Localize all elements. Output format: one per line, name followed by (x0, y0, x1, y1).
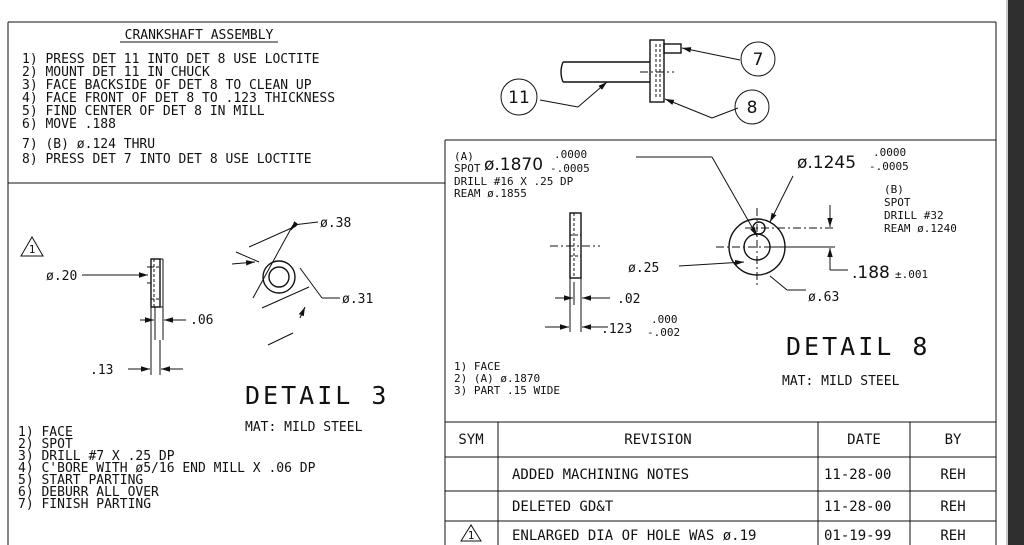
assembly-title: CRANKSHAFT ASSEMBLY (125, 28, 274, 43)
detail-8-step: 1) FACE (454, 360, 500, 373)
assembly-view: 7 8 11 (500, 39, 776, 125)
revision-row-by: REH (940, 467, 965, 483)
detail-3-material: MAT: MILD STEEL (245, 420, 363, 435)
revision-row-date: 01-19-99 (824, 528, 891, 544)
detail-3-step: 5) START PARTING (18, 473, 143, 488)
detail-8-step: 2) (A) ø.1870 (454, 372, 540, 385)
hole-a-tol-minus: -.0005 (550, 162, 590, 175)
balloon-7-label: 7 (753, 50, 764, 70)
revision-row-text: ENLARGED DIA OF HOLE WAS ø.19 (512, 528, 756, 544)
balloon-8-label: 8 (747, 98, 758, 118)
revision-triangle-icon (20, 236, 44, 257)
detail-3-step: 1) FACE (18, 425, 73, 440)
revision-header-date: DATE (847, 432, 881, 448)
balloon-11-label: 11 (508, 88, 530, 108)
revision-row-sym: 1 (468, 529, 475, 542)
revision-triangle-icon (460, 524, 482, 542)
assembly-step: 7) (B) ø.124 THRU (22, 137, 155, 152)
assembly-step: 8) PRESS DET 7 INTO DET 8 USE LOCTITE (22, 152, 312, 167)
assembly-step: 3) FACE BACKSIDE OF DET 8 TO CLEAN UP (22, 78, 312, 93)
dim-dia-25: ø.25 (628, 261, 659, 276)
dim-dia-31: ø.31 (342, 292, 373, 307)
detail-8-material: MAT: MILD STEEL (782, 374, 900, 389)
assembly-step: 6) MOVE .188 (22, 117, 116, 132)
revision-row-by: REH (940, 499, 965, 515)
dim-13: .13 (90, 363, 113, 378)
revision-row-date: 11-28-00 (824, 499, 891, 515)
detail-3-step: 4) C'BORE WITH ø5/16 END MILL X .06 DP (18, 461, 316, 476)
hole-a-tag: (A) (454, 150, 474, 163)
sheet-border (7, 21, 997, 545)
hole-a-ream: REAM ø.1855 (454, 187, 527, 200)
window-edge (1008, 0, 1024, 545)
dim-dia-38: ø.38 (320, 216, 351, 231)
hole-b-ream: REAM ø.1240 (884, 222, 957, 235)
revision-row-text: DELETED GD&T (512, 499, 614, 515)
revision-row-date: 11-28-00 (824, 467, 891, 483)
dim-02: .02 (617, 292, 640, 307)
detail-3-step: 6) DEBURR ALL OVER (18, 485, 159, 500)
dim-123-plus: .000 (651, 313, 678, 326)
detail-3: 1 ø.20 .06 .13 ø.38 (18, 216, 389, 512)
balloon-11 (500, 78, 538, 116)
hole-b-tol-plus: .0000 (873, 146, 906, 159)
assembly-step: 4) FACE FRONT OF DET 8 TO .123 THICKNESS (22, 91, 335, 106)
hole-a-dia: ø.1870 (484, 155, 543, 175)
detail-8-step: 3) PART .15 WIDE (454, 384, 560, 397)
dim-188-tol: ±.001 (895, 268, 928, 281)
hole-b-dia: ø.1245 (797, 153, 856, 173)
hole-a-tol-plus: .0000 (554, 148, 587, 161)
revision-header-revision: REVISION (624, 432, 691, 448)
dim-06: .06 (190, 313, 213, 328)
hole-b-tol-minus: -.0005 (869, 160, 909, 173)
revision-row-by: REH (940, 528, 965, 544)
assembly-step: 2) MOUNT DET 11 IN CHUCK (22, 65, 210, 80)
dim-123: .123 (601, 322, 632, 337)
detail-3-step: 7) FINISH PARTING (18, 497, 151, 512)
balloon-7 (740, 41, 776, 77)
assembly-step: 5) FIND CENTER OF DET 8 IN MILL (22, 104, 265, 119)
detail-8: (A) SPOT ø.1870 .0000 -.0005 DRILL #16 X… (454, 146, 957, 397)
hole-b-spot: SPOT (884, 196, 911, 209)
hole-b-drill: DRILL #32 (884, 209, 944, 222)
detail-8-title: DETAIL 8 (786, 332, 930, 361)
hole-a-drill: DRILL #16 X .25 DP (454, 175, 574, 188)
detail-3-title: DETAIL 3 (245, 381, 389, 410)
detail-3-step: 2) SPOT (18, 437, 73, 452)
dim-188: .188 (852, 263, 890, 283)
dim-dia-20: ø.20 (46, 269, 77, 284)
balloon-8 (734, 89, 770, 125)
revision-triangle-number: 1 (29, 243, 36, 256)
dim-123-minus: -.002 (647, 326, 680, 339)
assembly-step: 1) PRESS DET 11 INTO DET 8 USE LOCTITE (22, 52, 319, 67)
assembly-notes: CRANKSHAFT ASSEMBLY 1) PRESS DET 11 INTO… (22, 28, 335, 167)
revision-header-by: BY (945, 432, 962, 448)
revision-table: SYM REVISION DATE BY ADDED MACHINING NOT… (445, 422, 996, 545)
revision-row-text: ADDED MACHINING NOTES (512, 467, 689, 483)
dim-dia-63: ø.63 (808, 290, 839, 305)
hole-a-spot: SPOT (454, 162, 481, 175)
hole-b-tag: (B) (884, 183, 904, 196)
revision-header-sym: SYM (458, 432, 483, 448)
detail-3-step: 3) DRILL #7 X .25 DP (18, 449, 175, 464)
